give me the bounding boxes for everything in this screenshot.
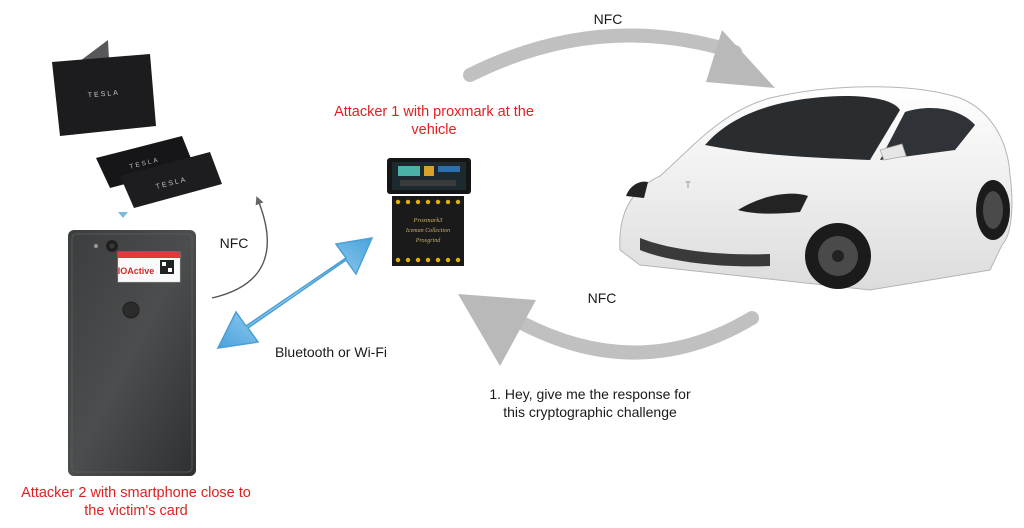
challenge-line2: this cryptographic challenge bbox=[503, 404, 677, 420]
smartphone: IOActive bbox=[68, 230, 196, 476]
challenge-line1: 1. Hey, give me the response for bbox=[489, 386, 691, 402]
tesla-wallet: TESLA bbox=[52, 40, 156, 136]
tesla-card-1: TESLA bbox=[96, 136, 194, 188]
car-logo-icon: T bbox=[685, 180, 691, 190]
fingerprint-sensor-icon bbox=[122, 301, 140, 319]
attacker1-line1: Attacker 1 with proxmark at the bbox=[334, 104, 534, 120]
attacker2-line2: the victim's card bbox=[84, 503, 188, 519]
wallet-text: TESLA bbox=[88, 90, 121, 100]
device-text-2: Iceman Collection bbox=[405, 228, 450, 234]
nfc-left-label: NFC bbox=[219, 235, 249, 251]
nfc-bottom-arrow bbox=[458, 294, 759, 366]
attacker2-label: Attacker 2 with smartphone close to the … bbox=[0, 484, 272, 520]
device-text-1: Proxmark3 bbox=[412, 217, 443, 224]
device-text-3: Proxgrind bbox=[415, 238, 441, 244]
challenge-label: 1. Hey, give me the response for this cr… bbox=[440, 385, 740, 421]
nfc-right-label: NFC bbox=[587, 290, 617, 306]
nfc-left-arrow bbox=[211, 196, 268, 299]
pointer-triangle bbox=[118, 212, 128, 218]
attacker1-line2: vehicle bbox=[411, 122, 457, 138]
proxmark-device: Proxmark3 Iceman Collection Proxgrind bbox=[387, 158, 471, 266]
bluetooth-arrow bbox=[216, 237, 374, 349]
device-pins bbox=[395, 199, 461, 263]
attacker1-label: Attacker 1 with proxmark at the vehicle bbox=[294, 103, 574, 139]
attacker2-line1: Attacker 2 with smartphone close to bbox=[21, 485, 251, 501]
bluetooth-label: Bluetooth or Wi-Fi bbox=[274, 344, 388, 360]
nfc-top-label: NFC bbox=[593, 11, 623, 27]
nfc-top-arrow bbox=[463, 28, 775, 88]
tesla-card-2: TESLA bbox=[120, 152, 222, 208]
tesla-car: T bbox=[619, 86, 1013, 291]
sticker-text: IOActive bbox=[118, 266, 155, 276]
